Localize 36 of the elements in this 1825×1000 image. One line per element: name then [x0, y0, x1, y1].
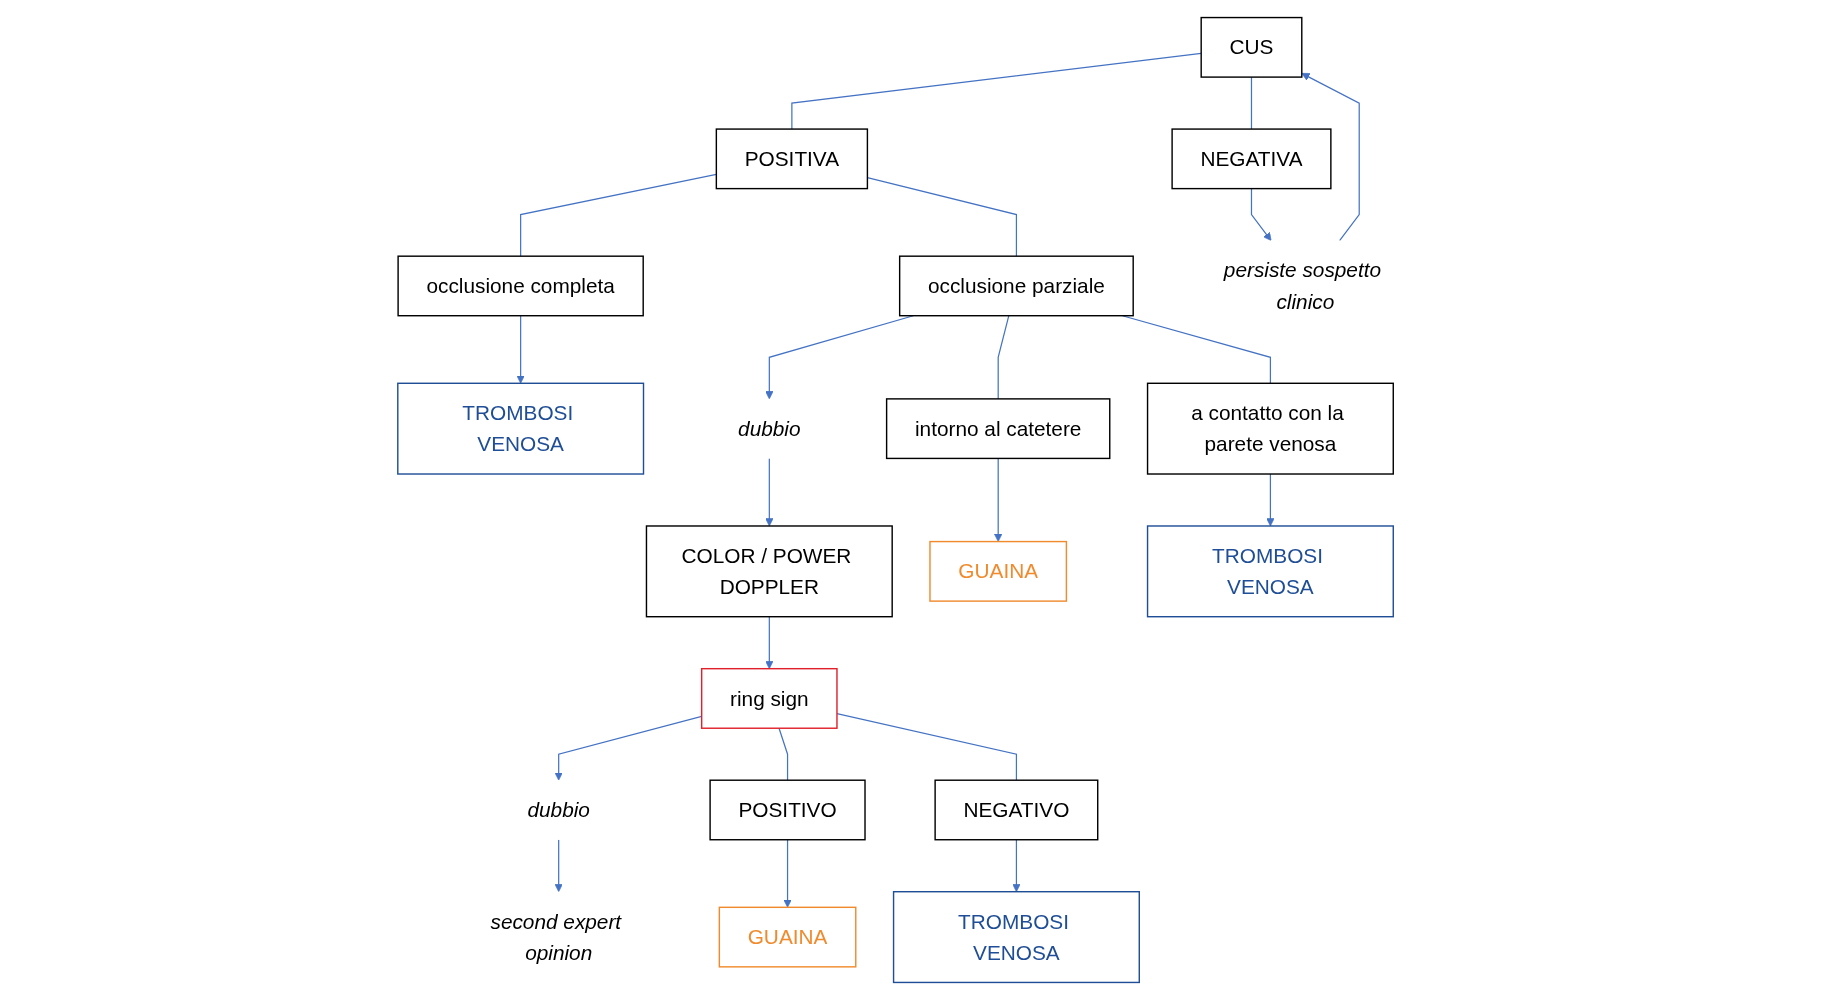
arrow — [516, 315, 525, 384]
connector — [777, 727, 788, 781]
node-box: CUS — [1200, 16, 1302, 78]
arrow — [1011, 839, 1021, 893]
node-box: POSITIVO — [708, 779, 866, 841]
arrow — [554, 839, 563, 893]
node-box: intorno al catetere — [885, 398, 1110, 460]
node-box: GUAINA — [928, 540, 1067, 602]
node-box: COLOR / POWER DOPPLER — [645, 525, 893, 618]
node-box: occlusione parziale — [898, 255, 1134, 317]
arrow — [782, 839, 792, 908]
node-text: second expert opinion — [490, 909, 621, 965]
node-box: POSITIVA — [715, 128, 868, 190]
arrow — [554, 715, 702, 781]
node-box: NEGATIVO — [933, 779, 1098, 841]
node-box: ring sign — [700, 668, 838, 729]
arrow — [764, 457, 773, 527]
connector — [866, 177, 1017, 257]
connector — [1250, 76, 1252, 130]
arrow — [1265, 473, 1275, 527]
arrow — [993, 457, 1002, 542]
node-text: dubbio — [737, 416, 801, 441]
connector — [997, 315, 1009, 400]
node-box: NEGATIVA — [1170, 128, 1332, 190]
node-box: a contatto con la parete venosa — [1146, 382, 1394, 475]
arrow — [1300, 73, 1360, 242]
node-text: persiste sospetto clinico — [1223, 258, 1381, 314]
node-box: TROMBOSI VENOSA — [892, 891, 1140, 984]
node-text: dubbio — [526, 798, 590, 822]
arrow — [1250, 188, 1271, 241]
arrow — [764, 315, 914, 400]
node-box: TROMBOSI VENOSA — [396, 382, 644, 475]
node-box: GUAINA — [718, 906, 856, 968]
node-box: occlusione completa — [396, 255, 644, 317]
node-box: TROMBOSI VENOSA — [1146, 525, 1394, 618]
arrow — [764, 616, 773, 670]
